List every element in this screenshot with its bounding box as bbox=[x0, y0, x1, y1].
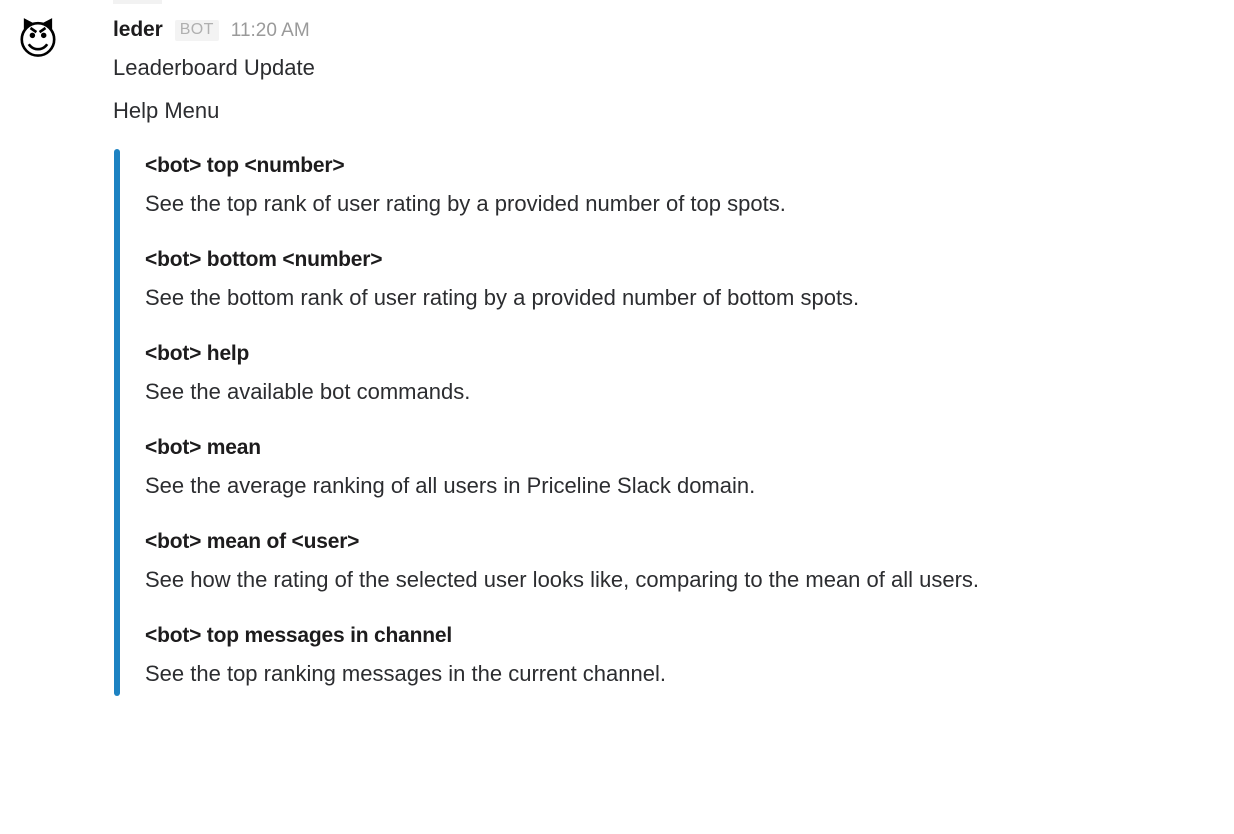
message-timestamp[interactable]: 11:20 AM bbox=[230, 20, 310, 41]
message-row: 😈 leder BOT 11:20 AM Leaderboard Update … bbox=[0, 18, 1234, 696]
command-entry-top-messages-in-channel: <bot> top messages in channel See the to… bbox=[145, 619, 1214, 696]
previous-message-ghost-badge bbox=[113, 0, 162, 4]
command-description-help: See the available bot commands. bbox=[145, 379, 471, 404]
command-title-top-messages-in-channel: <bot> top messages in channel bbox=[145, 624, 452, 647]
smiling-imp-emoji-avatar[interactable]: 😈 bbox=[17, 19, 59, 63]
blockquote-accent-bar bbox=[114, 149, 120, 696]
command-title-mean: <bot> mean bbox=[145, 436, 261, 459]
command-description-top: See the top rank of user rating by a pro… bbox=[145, 191, 786, 216]
message-body: leder BOT 11:20 AM Leaderboard Update He… bbox=[113, 18, 1234, 696]
command-entry-bottom: <bot> bottom <number> See the bottom ran… bbox=[145, 243, 1214, 320]
help-menu-blockquote: <bot> top <number> See the top rank of u… bbox=[114, 149, 1214, 696]
command-description-top-messages-in-channel: See the top ranking messages in the curr… bbox=[145, 661, 666, 686]
command-title-mean-of-user: <bot> mean of <user> bbox=[145, 530, 360, 553]
command-description-mean-of-user: See how the rating of the selected user … bbox=[145, 567, 980, 592]
previous-message-sliver bbox=[113, 0, 373, 4]
command-entry-top: <bot> top <number> See the top rank of u… bbox=[145, 149, 1214, 226]
message-line-help-menu: Help Menu bbox=[113, 98, 220, 123]
command-title-bottom: <bot> bottom <number> bbox=[145, 248, 383, 271]
command-entry-help: <bot> help See the available bot command… bbox=[145, 337, 1214, 414]
command-title-help: <bot> help bbox=[145, 342, 250, 365]
command-entry-mean-of-user: <bot> mean of <user> See how the rating … bbox=[145, 525, 1214, 602]
command-description-bottom: See the bottom rank of user rating by a … bbox=[145, 285, 860, 310]
message-header: leder BOT 11:20 AM bbox=[113, 18, 1214, 46]
command-title-top: <bot> top <number> bbox=[145, 154, 345, 177]
bot-badge: BOT bbox=[174, 20, 219, 41]
command-entry-mean: <bot> mean See the average ranking of al… bbox=[145, 431, 1214, 508]
sender-name[interactable]: leder bbox=[113, 18, 163, 41]
message-line-leaderboard-update: Leaderboard Update bbox=[113, 55, 315, 80]
command-description-mean: See the average ranking of all users in … bbox=[145, 473, 756, 498]
